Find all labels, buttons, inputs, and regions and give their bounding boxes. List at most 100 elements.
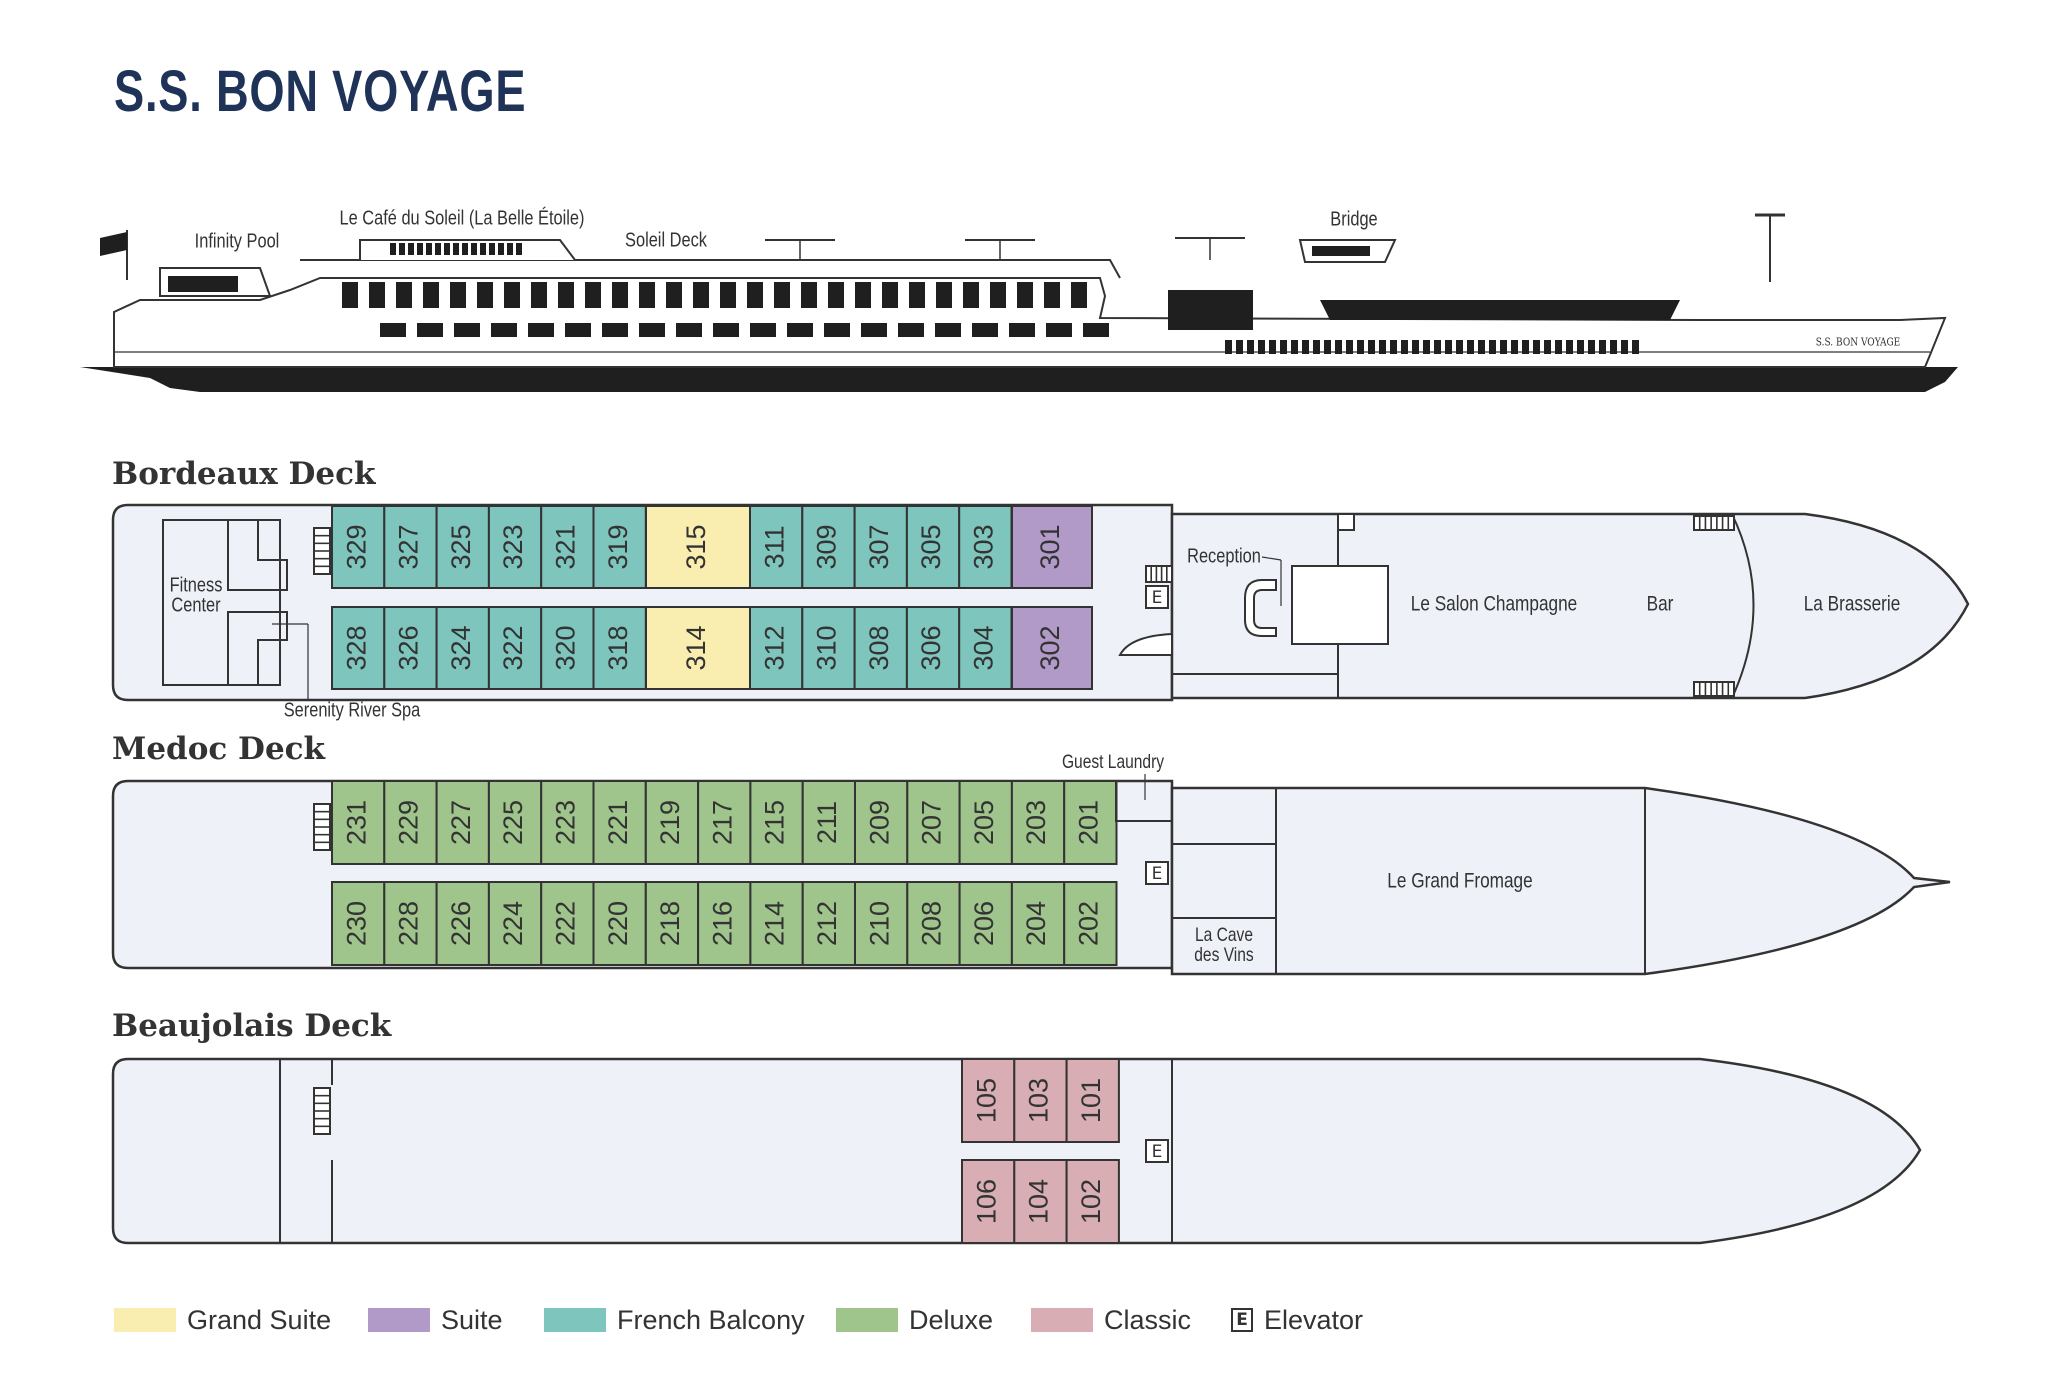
medoc-cabin-210 (854, 881, 909, 966)
medoc-cabin-label-219: 219 (655, 800, 685, 845)
beaujolais-cabin-label-104: 104 (1024, 1179, 1054, 1224)
medoc-cabin-215 (749, 780, 804, 865)
bordeaux-cabin-label-307: 307 (864, 524, 894, 569)
lounge-window (1478, 340, 1485, 354)
bordeaux-cabin-label-305: 305 (916, 524, 946, 569)
legend-elevator: E Elevator (1231, 1300, 1363, 1340)
lounge-window (1401, 340, 1408, 354)
label-salon-champagne: Le Salon Champagne (1411, 593, 1577, 616)
spa-room-partition (227, 611, 288, 685)
upper-cabin-window (1017, 282, 1033, 308)
lower-cabin-window (528, 323, 554, 337)
bordeaux-cabin-label-321: 321 (550, 524, 580, 569)
medoc-cabin-label-229: 229 (394, 800, 424, 845)
medoc-cabin-label-202: 202 (1073, 901, 1103, 946)
upper-cabin-window (855, 282, 871, 308)
medoc-cabin-label-223: 223 (550, 800, 580, 845)
bordeaux-cabin-label-312: 312 (759, 625, 789, 670)
medoc-cabin-203 (1010, 780, 1066, 865)
upper-cabin-window (720, 282, 736, 308)
bordeaux-cabin-303 (958, 505, 1013, 589)
lower-cabin-window (972, 323, 998, 337)
medoc-cabin-label-209: 209 (864, 800, 894, 845)
brasserie-divider (1731, 513, 1755, 699)
bordeaux-cabin-label-329: 329 (341, 524, 371, 569)
legend-swatch-grand-suite (114, 1308, 176, 1332)
fitness-room-outline (161, 519, 281, 686)
upper-cabin-window (936, 282, 952, 308)
bordeaux-cabin-label-319: 319 (603, 524, 633, 569)
bordeaux-cabin-319 (592, 505, 647, 589)
cafe-window (462, 243, 468, 255)
cafe-window (426, 243, 432, 255)
upper-cabin-window (558, 282, 574, 308)
legend-deluxe: Deluxe (836, 1300, 993, 1340)
upper-cabin-window (369, 282, 385, 308)
lounge-window (1302, 340, 1309, 354)
cafe-window (489, 243, 495, 255)
bordeaux-cabin-label-318: 318 (603, 625, 633, 670)
upper-cabin-window (423, 282, 439, 308)
lower-cabin-window (676, 323, 702, 337)
cafe-window (417, 243, 423, 255)
label-serenity-river-spa: Serenity River Spa (284, 698, 421, 721)
bordeaux-cabin-304 (958, 606, 1013, 690)
beaujolais-cabin-label-105: 105 (971, 1078, 1001, 1123)
label-bar: Bar (1647, 593, 1674, 616)
reception-leader-line (1261, 556, 1282, 561)
medoc-cabin-227 (435, 780, 490, 865)
lounge-window (1280, 340, 1287, 354)
bordeaux-fore-stairs-top-icon (1693, 515, 1735, 531)
medoc-cabin-label-224: 224 (498, 901, 528, 946)
medoc-cabin-label-211: 211 (812, 801, 842, 844)
deck-title-beaujolais: Beaujolais Deck (112, 1008, 392, 1044)
legend-label-classic: Classic (1104, 1304, 1192, 1335)
reception-window (1168, 290, 1253, 330)
bordeaux-elevator-icon: E (1152, 588, 1163, 608)
lounge-window (1335, 340, 1342, 354)
lounge-window (1313, 340, 1320, 354)
reception-column (1337, 513, 1355, 531)
lower-cabin-window (1046, 323, 1072, 337)
upper-cabin-window (612, 282, 628, 308)
bordeaux-cabin-label-315: 315 (681, 524, 711, 569)
medoc-cabin-label-207: 207 (917, 800, 947, 845)
medoc-cabin-label-203: 203 (1021, 800, 1051, 845)
label-le-grand-fromage: Le Grand Fromage (1387, 870, 1532, 893)
medoc-cabin-223 (540, 780, 595, 865)
label-soleil-deck: Soleil Deck (625, 228, 708, 251)
bordeaux-aft-stairs-icon (313, 527, 331, 575)
upper-cabin-window (477, 282, 493, 308)
legend-grand-suite: Grand Suite (114, 1300, 331, 1340)
elevator-icon: E (1231, 1308, 1253, 1332)
upper-cabin-window (693, 282, 709, 308)
lounge-window (1434, 340, 1441, 354)
lounge-window (1500, 340, 1507, 354)
legend-swatch-french-balcony (544, 1308, 606, 1332)
lower-cabin-window (417, 323, 443, 337)
medoc-cabin-label-231: 231 (341, 800, 371, 845)
label-reception: Reception (1187, 544, 1261, 567)
label-infinity-pool: Infinity Pool (195, 229, 280, 252)
bordeaux-cabin-325 (435, 505, 490, 589)
upper-cabin-window (909, 282, 925, 308)
bordeaux-fore-section (1170, 512, 1970, 700)
medoc-cabin-207 (906, 780, 961, 865)
lower-cabin-window (713, 323, 739, 337)
medoc-cabin-229 (383, 780, 438, 865)
cafe-window (507, 243, 513, 255)
legend-french-balcony: French Balcony (544, 1300, 805, 1340)
upper-cabin-window (450, 282, 466, 308)
medoc-elevator-icon-box (1145, 861, 1169, 885)
lounge-window (1588, 340, 1595, 354)
lounge-window (1456, 340, 1463, 354)
label-bridge: Bridge (1330, 207, 1377, 230)
medoc-cabin-label-205: 205 (969, 800, 999, 845)
cafe-window (471, 243, 477, 255)
deck-title-bordeaux: Bordeaux Deck (112, 456, 376, 492)
ship-hull (80, 367, 1958, 392)
lounge-window (1423, 340, 1430, 354)
legend-label-suite: Suite (441, 1304, 503, 1335)
lounge-window (1610, 340, 1617, 354)
